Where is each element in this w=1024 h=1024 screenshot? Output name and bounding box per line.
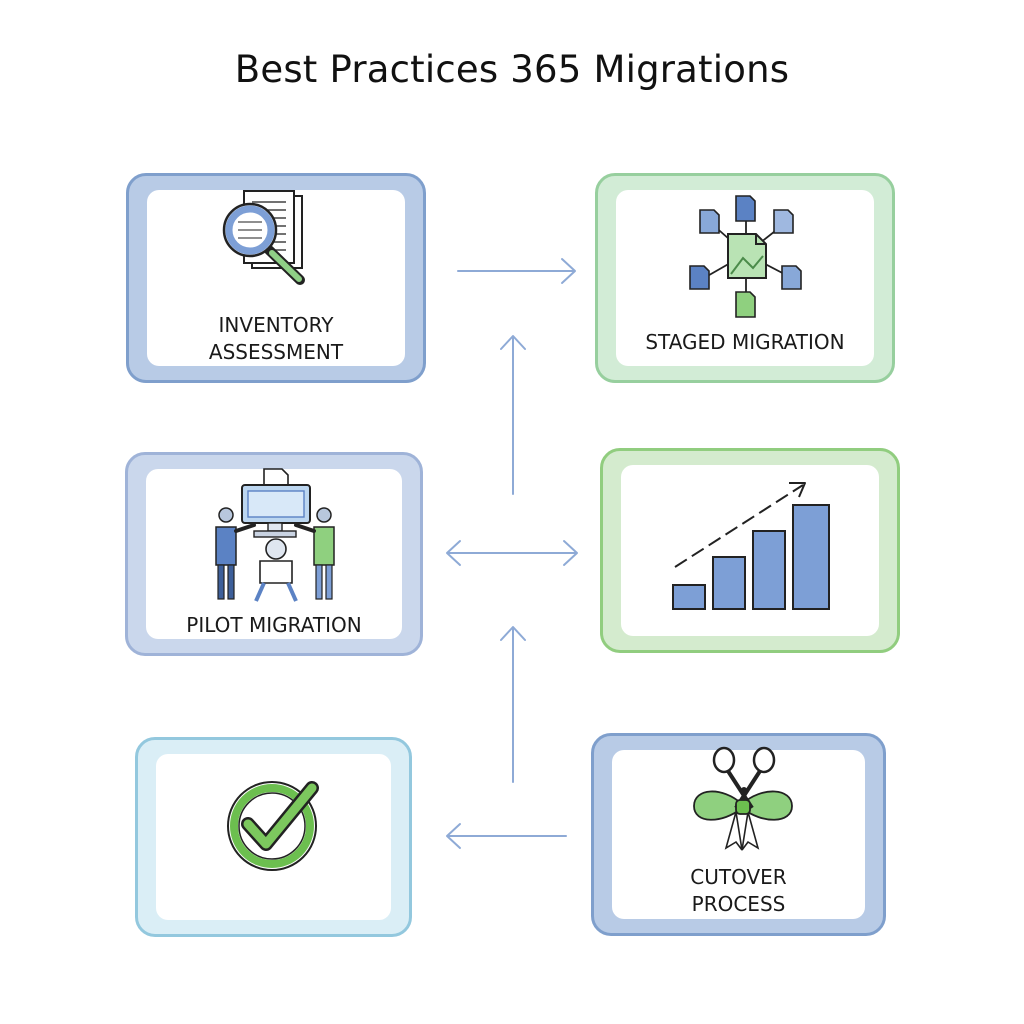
card-pilot-migration[interactable]: PILOT MIGRATION <box>125 452 423 656</box>
diagram-title: Best Practices 365 Migrations <box>234 48 790 91</box>
team-workstation-icon <box>215 468 335 602</box>
card-cutover-process[interactable]: CUTOVER PROCESS <box>591 733 886 936</box>
checkmark-circle-icon <box>227 781 319 871</box>
magnifier-document-icon <box>222 190 305 285</box>
card-staged-migration[interactable]: STAGED MIGRATION <box>595 173 895 383</box>
card-completion[interactable] <box>135 737 412 937</box>
inventory-label-line1: INVENTORY <box>218 313 334 337</box>
card-growth-chart[interactable] <box>600 448 900 653</box>
growth-bar-chart-icon <box>672 482 830 610</box>
staged-label: STAGED MIGRATION <box>645 330 845 354</box>
inventory-label-line2: ASSESSMENT <box>208 340 344 364</box>
pilot-label: PILOT MIGRATION <box>186 613 362 637</box>
file-network-icon <box>689 195 802 318</box>
cutover-label-line2: PROCESS <box>691 892 786 916</box>
scissors-ribbon-icon <box>693 746 793 851</box>
card-inventory-assessment[interactable]: INVENTORY ASSESSMENT <box>126 173 426 383</box>
cutover-label-line1: CUTOVER <box>690 865 787 889</box>
